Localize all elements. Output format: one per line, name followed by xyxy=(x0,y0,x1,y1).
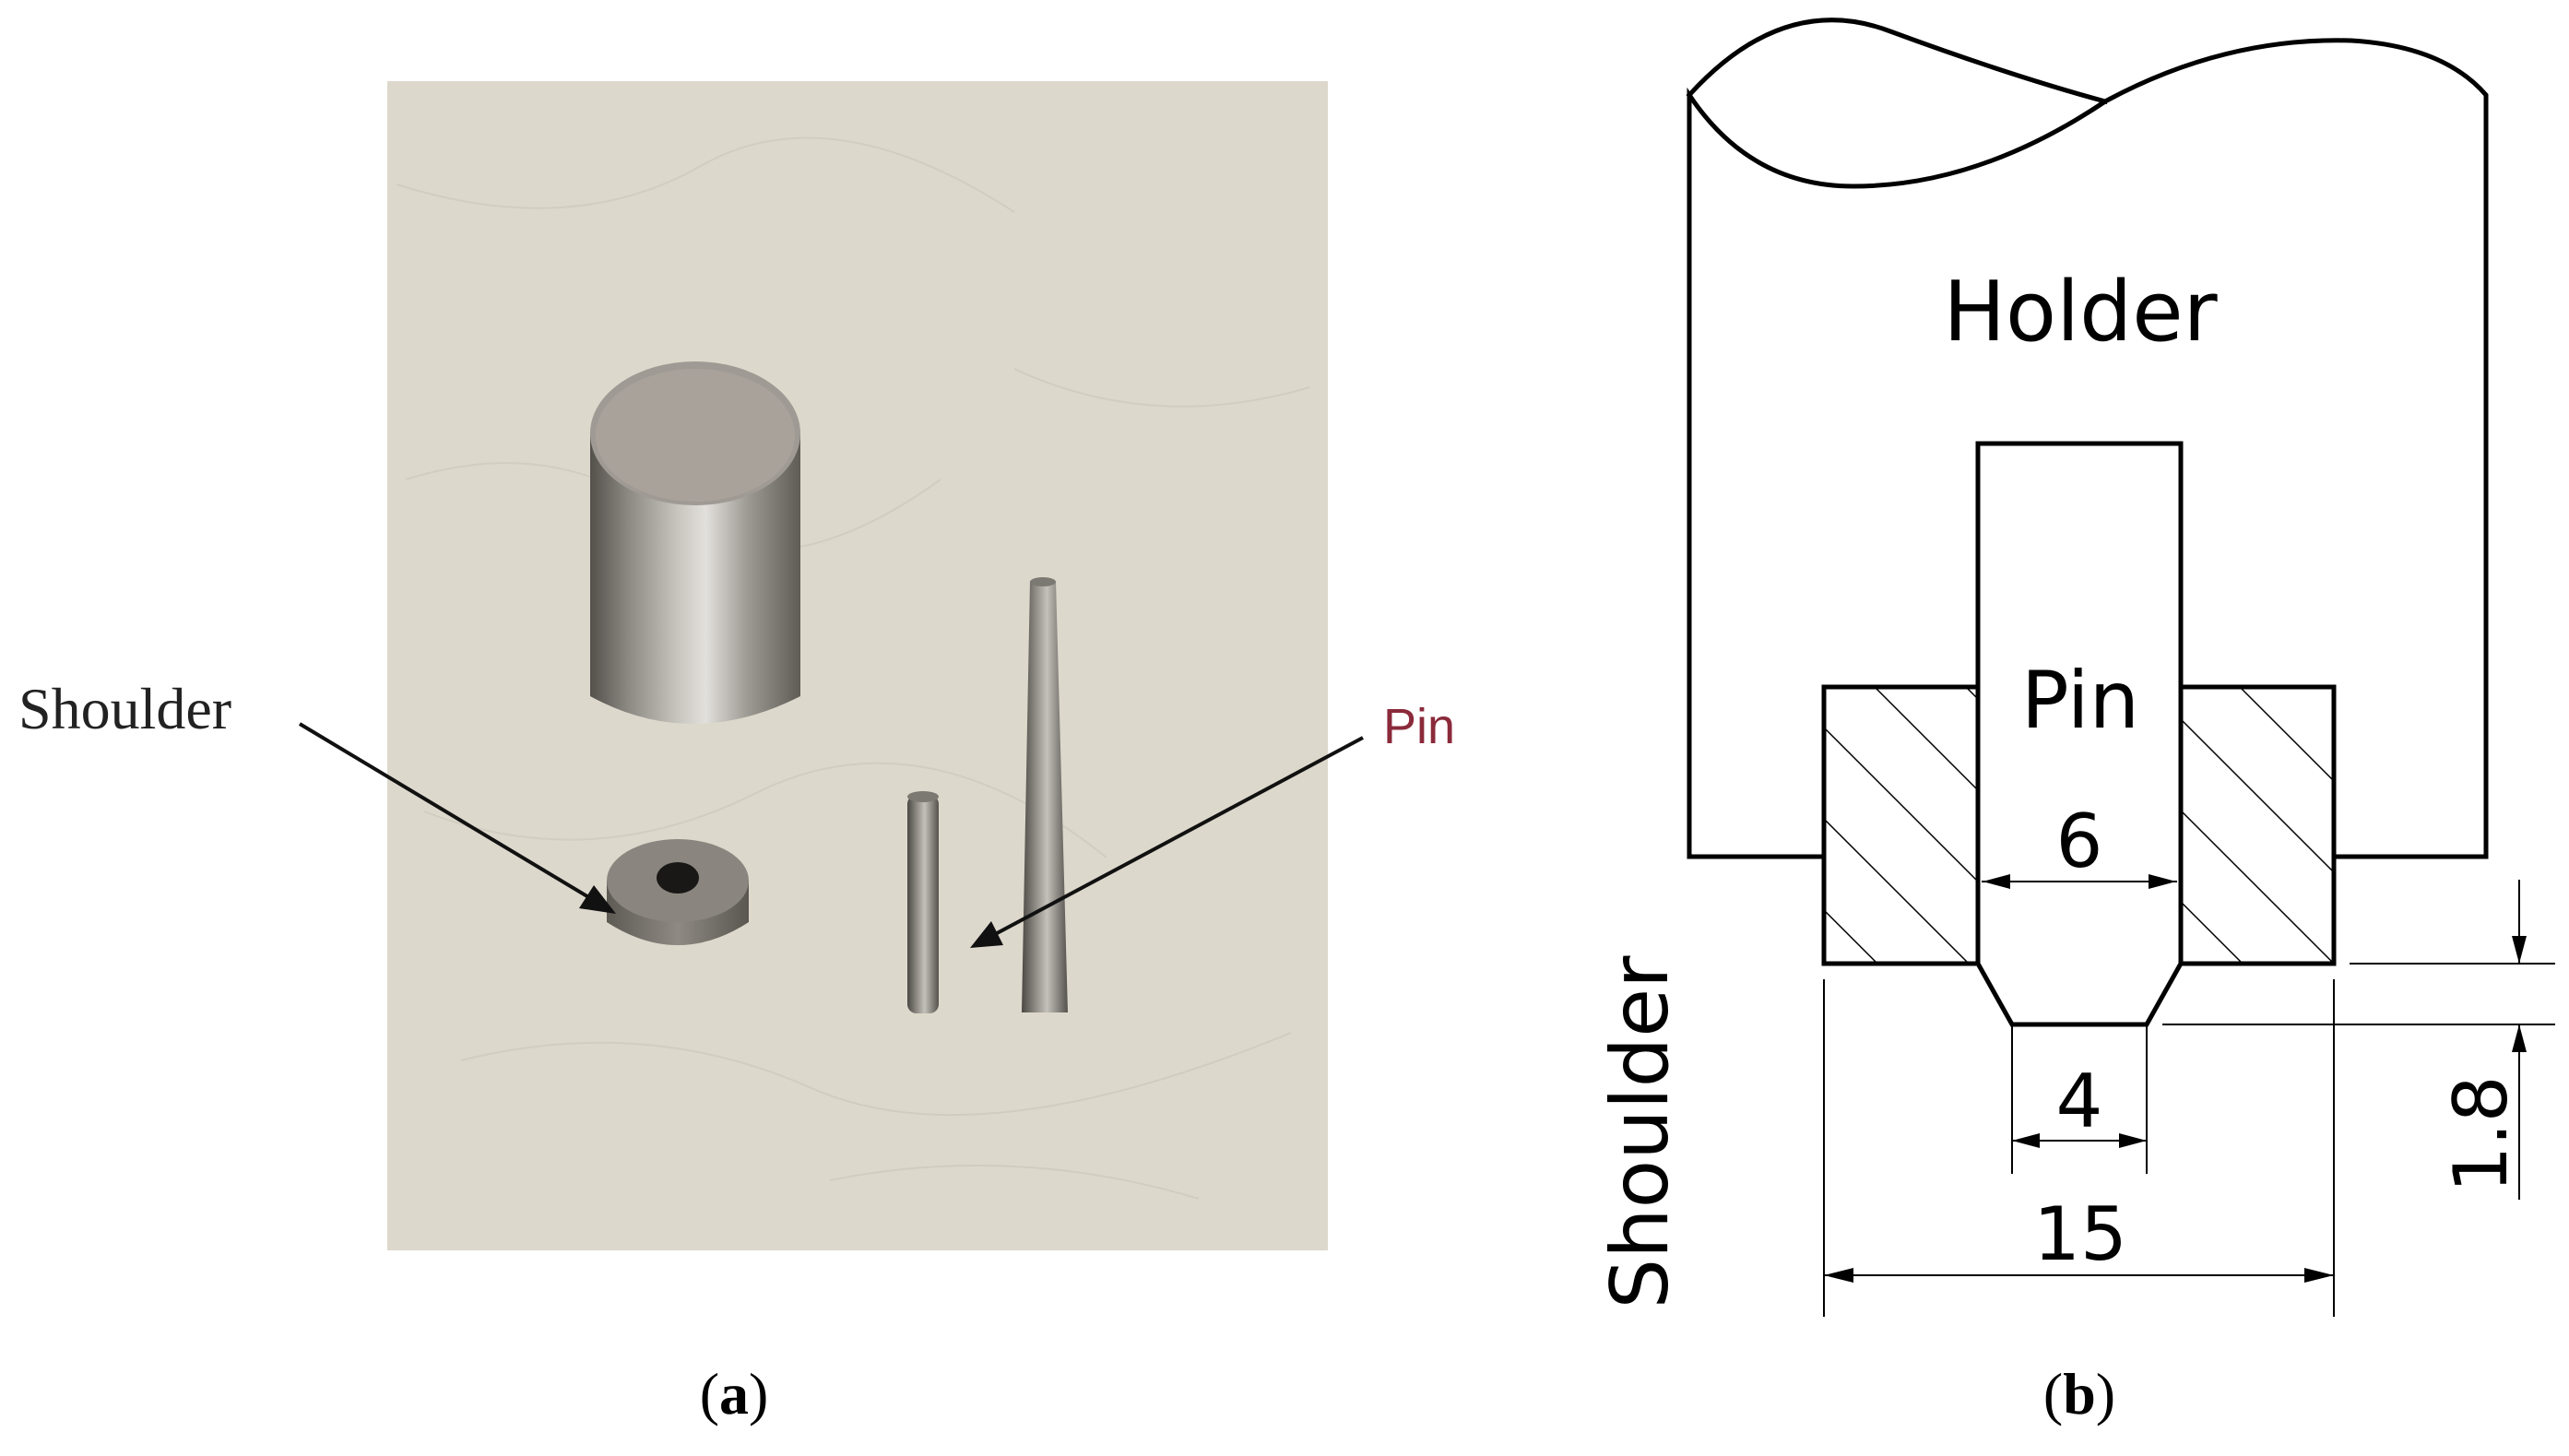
dim-shoulder-diameter-value: 15 xyxy=(2033,1191,2127,1277)
holder-cylinder xyxy=(590,361,800,724)
pin-label: Pin xyxy=(2021,655,2139,747)
shoulder-callout-arrow xyxy=(298,722,616,914)
dim-pin-diameter-value: 6 xyxy=(2056,799,2103,884)
shoulder-ring xyxy=(607,839,749,945)
panel-b-caption: (b) xyxy=(2043,1361,2115,1426)
dim-pin-tip-value: 4 xyxy=(2056,1059,2103,1144)
holder-break-arc xyxy=(1686,18,2109,105)
short-pin xyxy=(907,791,939,1013)
panel-a-caption: (a) xyxy=(700,1361,769,1426)
holder-label: Holder xyxy=(1943,264,2217,361)
shoulder-section-right xyxy=(2178,684,2337,966)
photo-background xyxy=(387,81,1328,1250)
shoulder-section-left xyxy=(1821,684,1981,966)
dim-pin-length xyxy=(2162,880,2555,1200)
dim-pin-length-value: 1.8 xyxy=(2438,1075,2524,1192)
dim-pin-diameter xyxy=(1982,874,2177,889)
dim-pin-tip xyxy=(2011,1024,2148,1174)
drawing-panel xyxy=(1686,18,2555,1317)
shoulder-label: Shoulder xyxy=(1594,955,1687,1309)
long-pin xyxy=(1022,577,1068,1012)
photo-panel: Shoulder Pin (a) xyxy=(18,81,1455,1426)
pin-callout-arrow xyxy=(970,736,1364,948)
shoulder-callout-label: Shoulder xyxy=(18,676,231,741)
dim-shoulder-diameter xyxy=(1823,979,2335,1317)
pin-callout-label: Pin xyxy=(1383,699,1455,754)
holder-outline xyxy=(1687,38,2489,859)
tablecloth-texture xyxy=(396,136,1310,1200)
